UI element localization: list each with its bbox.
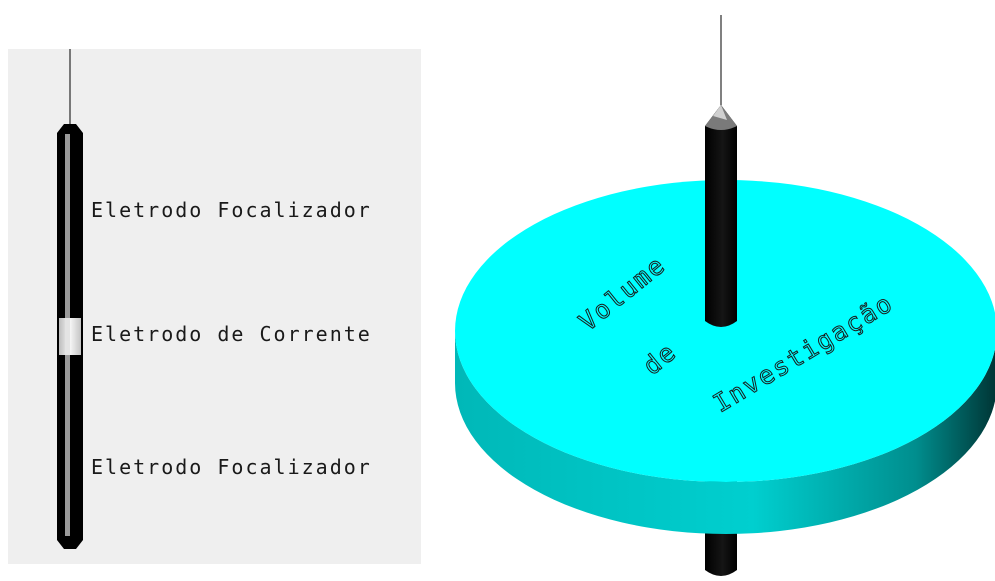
label-current-electrode: Eletrodo de Corrente (91, 322, 372, 346)
label-focusing-electrode-top: Eletrodo Focalizador (91, 198, 372, 222)
investigation-volume-figure: Volume de Investigação (455, 15, 995, 576)
rod-upper-section (705, 105, 737, 327)
disk-side (455, 331, 995, 534)
label-focusing-electrode-bottom: Eletrodo Focalizador (91, 455, 372, 479)
logging-tool: Eletrodo Focalizador Eletrodo de Corrent… (57, 49, 372, 549)
disk-top (455, 180, 995, 482)
